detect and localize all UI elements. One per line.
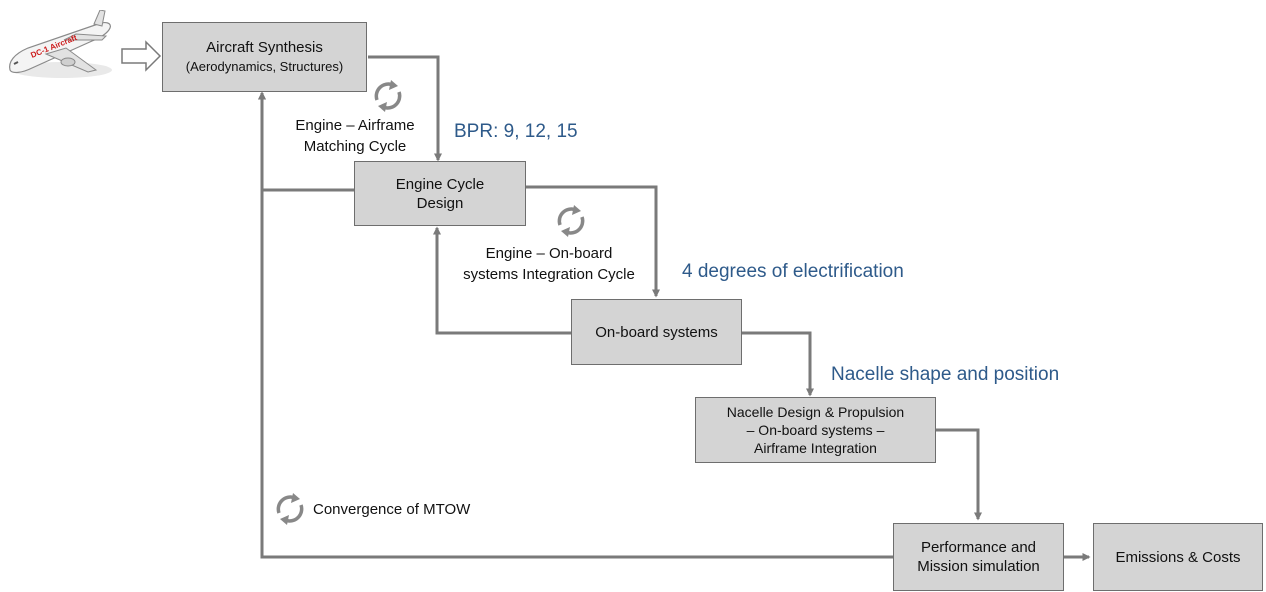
emissions-costs-box: Emissions & Costs: [1093, 523, 1263, 591]
arrow-synthesis-to-engine: [368, 55, 442, 162]
arrow-performance-to-synthesis: [258, 91, 895, 559]
onboard-systems-box: On-board systems: [571, 299, 742, 365]
bpr-note: BPR: 9, 12, 15: [454, 121, 578, 142]
performance-line2: Mission simulation: [917, 558, 1040, 575]
mtow-convergence-label: Convergence of MTOW: [313, 501, 471, 518]
input-block-arrow: [121, 40, 162, 72]
engine-airframe-line1: Engine – Airframe: [295, 117, 415, 134]
arrow-engine-to-onboard: [525, 185, 660, 298]
arrow-nacelle-to-performance: [935, 428, 982, 521]
engine-onboard-cycle-label: Engine – On-board systems Integration Cy…: [443, 243, 655, 285]
nacelle-line1: Nacelle Design & Propulsion: [726, 404, 905, 420]
nacelle-line3: Airframe Integration: [754, 440, 877, 456]
emissions-label: Emissions & Costs: [1115, 548, 1241, 566]
cycle-icon-mtow: [276, 493, 304, 525]
engine-airframe-cycle-label: Engine – Airframe Matching Cycle: [275, 115, 435, 157]
engine-cycle-line2: Design: [416, 194, 464, 212]
nacelle-design-box: Nacelle Design & Propulsion – On-board s…: [695, 397, 936, 463]
cycle-icon-engine-onboard: [557, 205, 585, 237]
nacelle-line2: – On-board systems –: [746, 422, 885, 438]
performance-mission-box: Performance and Mission simulation: [893, 523, 1064, 591]
aircraft-synthesis-title: Aircraft Synthesis: [206, 39, 323, 56]
aircraft-synthesis-subtitle: (Aerodynamics, Structures): [185, 59, 344, 74]
performance-line1: Performance and: [920, 539, 1037, 556]
engine-onboard-line2: systems Integration Cycle: [463, 266, 635, 283]
aircraft-icon: DC-1 Aircraft: [9, 10, 112, 78]
nacelle-shape-note: Nacelle shape and position: [831, 364, 1060, 385]
aircraft-synthesis-box: Aircraft Synthesis (Aerodynamics, Struct…: [162, 22, 367, 92]
arrow-onboard-to-engine: [433, 226, 572, 335]
engine-onboard-line1: Engine – On-board: [485, 245, 613, 262]
engine-airframe-line2: Matching Cycle: [303, 138, 407, 155]
onboard-systems-label: On-board systems: [595, 323, 718, 341]
arrow-onboard-to-nacelle: [741, 331, 814, 397]
engine-cycle-design-box: Engine Cycle Design: [354, 161, 526, 226]
electrification-note: 4 degrees of electrification: [682, 261, 904, 282]
engine-cycle-line1: Engine Cycle: [395, 175, 485, 193]
cycle-icon-engine-airframe: [374, 80, 402, 112]
